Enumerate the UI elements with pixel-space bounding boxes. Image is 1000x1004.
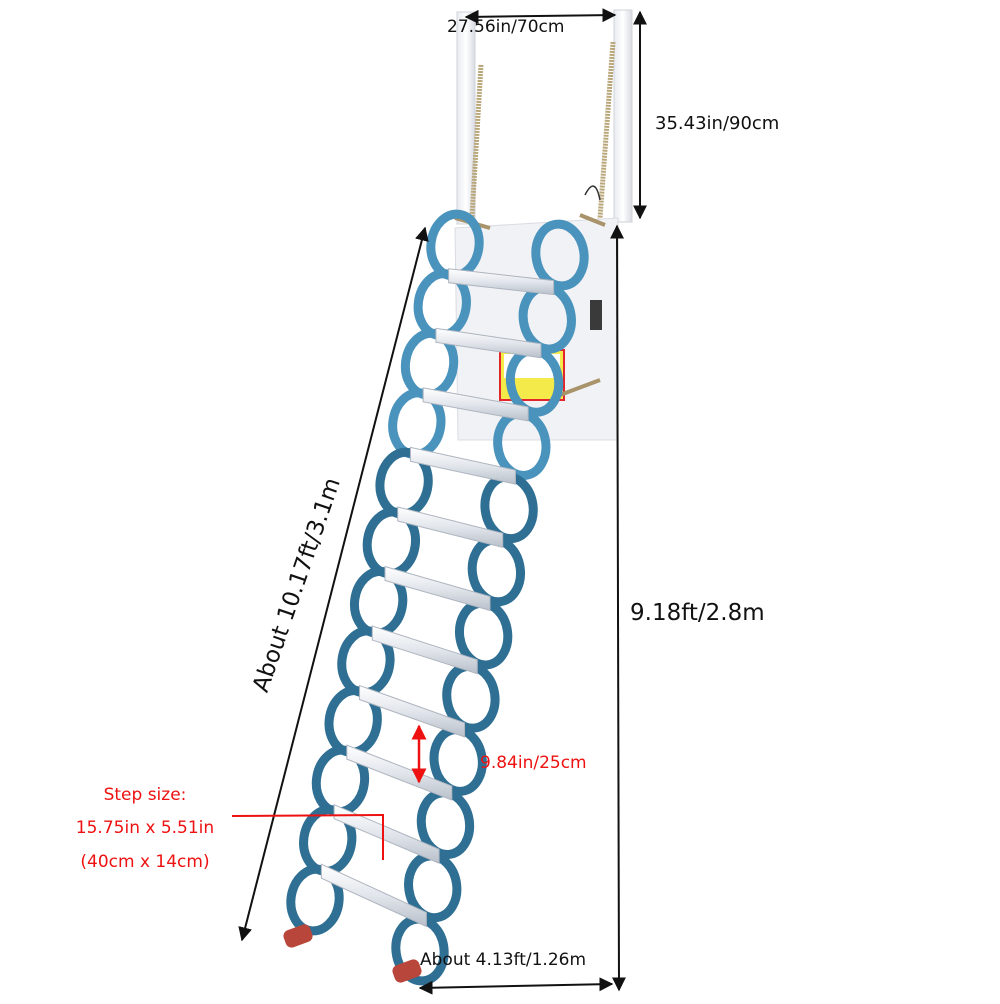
step-size-imperial: 15.75in x 5.51in [75, 818, 215, 838]
step-size-metric: (40cm x 14cm) [80, 852, 210, 872]
top-width-label: 27.56in/70cm [447, 17, 565, 37]
dimension-lines [238, 8, 647, 995]
total-height-label: 9.18ft/2.8m [630, 600, 765, 626]
step-spacing-label: 9.84in/25cm [480, 753, 587, 773]
step-size-title: Step size: [103, 785, 187, 805]
bottom-width-label: About 4.13ft/1.26m [420, 950, 587, 970]
frame-height-label: 35.43in/90cm [655, 113, 780, 134]
red-annotations [231, 724, 427, 860]
